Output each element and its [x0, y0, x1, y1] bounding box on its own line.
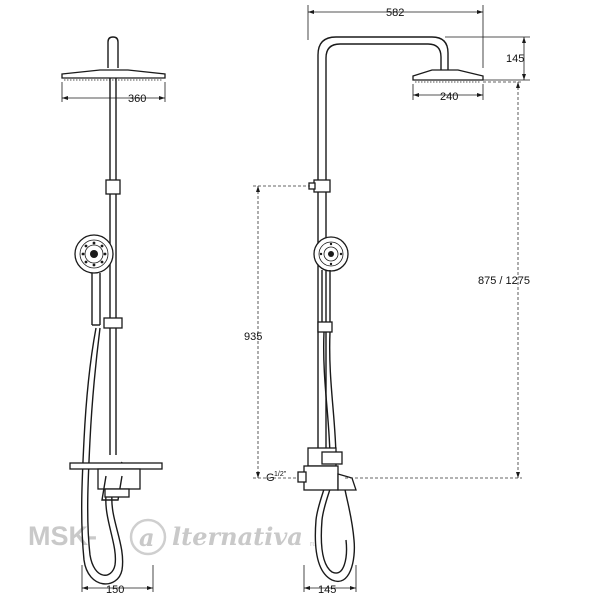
side-dim-inlet: G 1/2" [266, 471, 287, 484]
watermark: MSK- a lternativa ru [28, 518, 316, 556]
side-dim-inlet-sup: 1/2" [274, 471, 287, 478]
front-shelf [69, 462, 163, 470]
side-coupling [313, 179, 331, 193]
side-dim-bottom-label: 145 [318, 584, 336, 596]
front-dim-bottom-label: 150 [106, 584, 124, 596]
side-hose [314, 331, 356, 583]
watermark-logo-letter: a [139, 523, 155, 552]
side-dim-height-range: 875 / 1275 [345, 81, 530, 479]
side-dim-head-width: 240 [412, 84, 484, 103]
side-view [297, 36, 484, 583]
side-dim-head-drop-label: 145 [506, 53, 524, 65]
watermark-suffix: ru [310, 541, 316, 548]
side-dim-height-range-label: 875 / 1275 [478, 275, 530, 287]
side-dim-head-drop: 145 [445, 36, 530, 81]
side-arm-inner [325, 43, 442, 465]
side-arm-outer [317, 36, 449, 465]
watermark-brand-left: MSK- [28, 521, 97, 551]
watermark-brand-right: lternativa [172, 522, 303, 551]
side-dim-inlet-label: G [266, 472, 275, 484]
front-slider [103, 317, 123, 329]
side-hand-shower [313, 236, 349, 322]
front-dim-head-label: 360 [128, 93, 146, 105]
front-shower-head [61, 69, 166, 79]
front-top-arm [107, 36, 119, 68]
front-view [61, 36, 166, 585]
front-dim-head: 360 [61, 82, 166, 105]
front-dim-bottom: 150 [81, 565, 154, 596]
watermark-logo-icon [129, 518, 167, 556]
side-shower-head [412, 69, 484, 81]
side-dim-mixer-height: 935 [244, 185, 310, 479]
front-hand-shower [74, 234, 114, 326]
side-slider [317, 321, 333, 333]
side-dim-overall-label: 582 [386, 7, 404, 19]
side-dim-mixer-height-label: 935 [244, 331, 262, 343]
side-dim-head-width-label: 240 [440, 91, 458, 103]
front-coupling [105, 179, 121, 195]
side-dim-bottom: 145 [303, 565, 357, 596]
side-dim-overall: 582 [307, 5, 484, 68]
side-mixer [297, 447, 357, 491]
